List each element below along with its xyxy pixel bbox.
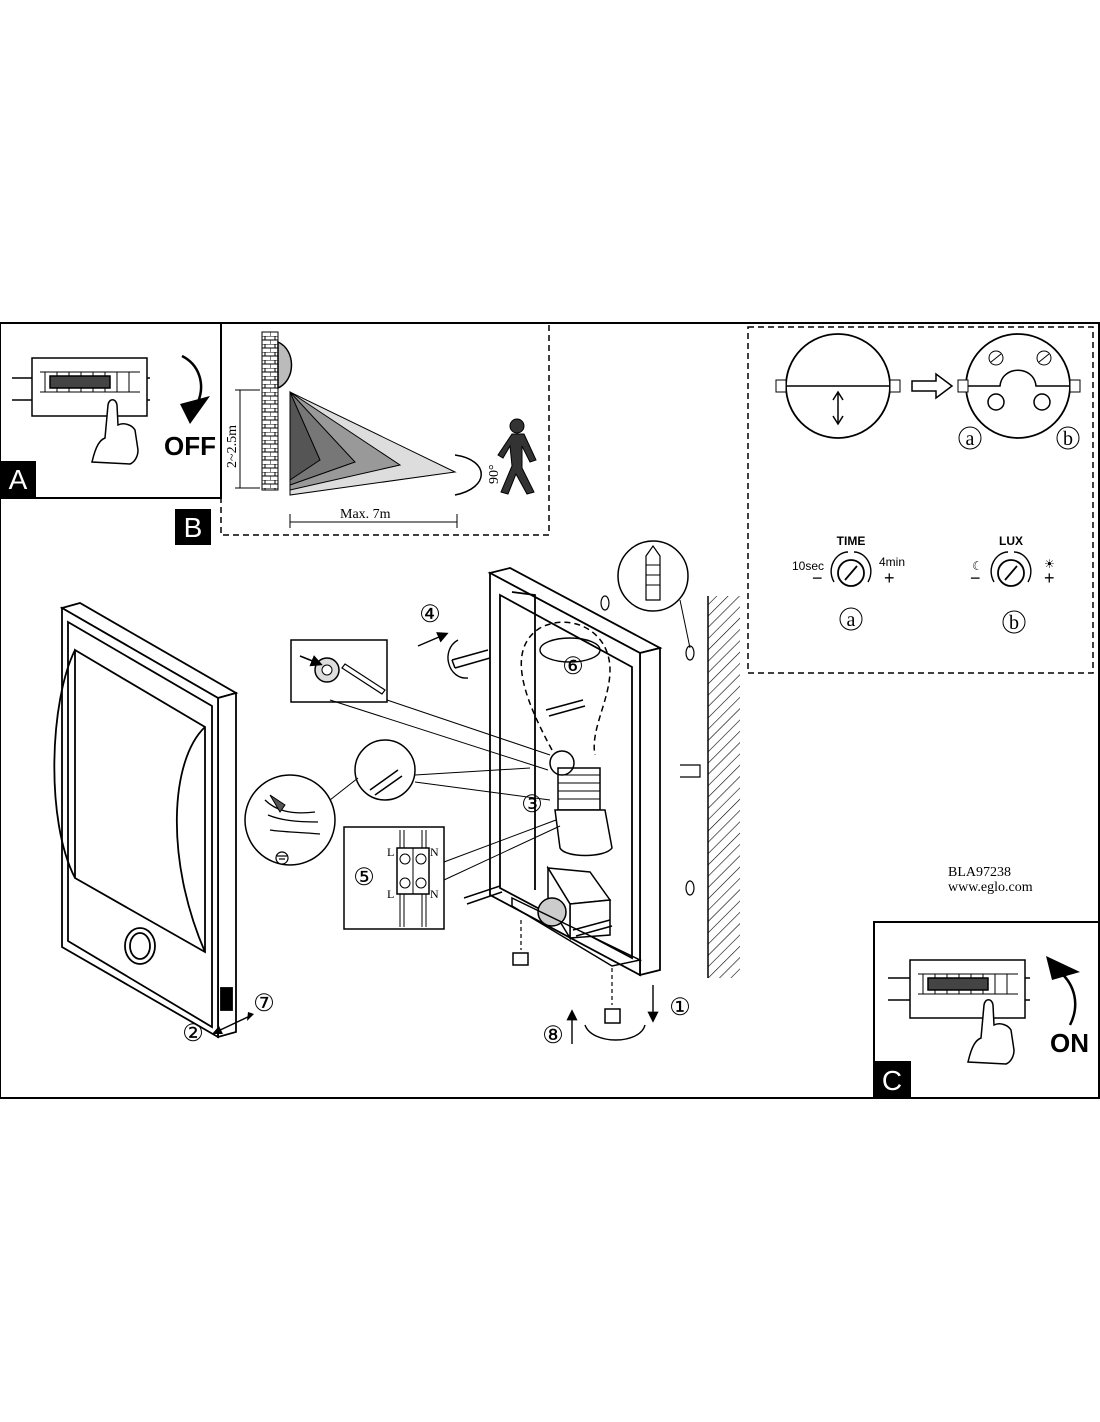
- detection-angle: 90°: [487, 464, 502, 484]
- panel-b: 2~2.5m Max. 7m 90° B: [175, 322, 550, 545]
- panel-a-label: A: [9, 464, 28, 495]
- lux-marker-b: b: [1009, 612, 1019, 634]
- arrowhead-down-icon: [180, 396, 210, 424]
- angle-arc: [454, 454, 482, 496]
- lux-plus: +: [1044, 568, 1055, 588]
- step-8: ⑧: [542, 1023, 564, 1049]
- panel-a-label-box: [0, 461, 36, 497]
- panel-b-label-box: [175, 509, 211, 545]
- panel-c-label-box: [874, 1061, 911, 1098]
- product-code: BLA97238: [948, 865, 1011, 880]
- hand-icon: [91, 399, 139, 465]
- terminal-n-bottom: N: [430, 887, 439, 901]
- open-arrow-icon: [911, 372, 954, 400]
- step-3: ③: [521, 792, 543, 818]
- product-website: www.eglo.com: [948, 880, 1033, 895]
- circuit-breaker-icon: [12, 357, 150, 417]
- time-min: 10sec: [792, 559, 824, 573]
- panel-a: OFF A: [0, 322, 222, 499]
- pir-lens-icon: [537, 897, 567, 927]
- arrowhead-up-icon: [1046, 956, 1080, 980]
- rotate-arrow-8: [584, 1024, 646, 1041]
- lamp-cover: [53, 602, 239, 1039]
- panel-c-state: ON: [1050, 1028, 1089, 1058]
- time-marker-a: a: [847, 609, 856, 631]
- step-2: ②: [182, 1021, 204, 1047]
- terminal-l-bottom: L: [387, 887, 394, 901]
- time-plus: +: [884, 568, 895, 588]
- bulb-icon: [520, 621, 611, 756]
- rotate-arrow-6: [539, 637, 601, 663]
- lux-knob-icon: [1033, 393, 1051, 411]
- circuit-breaker-icon: [888, 959, 1030, 1019]
- terminal-l-top: L: [387, 845, 394, 859]
- marker-b: b: [1063, 428, 1073, 450]
- time-knob-icon: [987, 393, 1005, 411]
- lux-moon: ☾: [972, 559, 983, 573]
- time-title: TIME: [837, 534, 866, 548]
- sensor-icon: [277, 340, 293, 390]
- wire-zoom: [354, 739, 416, 801]
- logo-badge-icon: [220, 987, 233, 1011]
- marker-a: a: [966, 428, 975, 450]
- panel-c: ON C: [873, 921, 1100, 1099]
- rotate-arrow-4: [447, 639, 469, 679]
- curved-arrow-icon: [181, 354, 203, 403]
- sensor-detail-panel: a b TIME 10sec 4min − + a LUX ☾ ☀ − + b: [747, 326, 1094, 674]
- curved-arrow-icon: [1059, 971, 1077, 1026]
- screws: [451, 649, 621, 1024]
- outer-frame: [0, 322, 1100, 1099]
- panel-b-label: B: [184, 512, 203, 543]
- step-5: ⑤: [353, 865, 375, 891]
- time-minus: −: [812, 568, 823, 588]
- hand-icon: [967, 999, 1015, 1065]
- time-max: 4min: [879, 555, 905, 569]
- person-icon: [497, 418, 537, 495]
- ground-icon: [275, 851, 289, 865]
- panel-c-label: C: [882, 1065, 902, 1096]
- height-range: 2~2.5m: [225, 425, 240, 468]
- max-distance: Max. 7m: [340, 507, 391, 522]
- step-6: ⑥: [562, 654, 584, 680]
- lux-sun: ☀: [1044, 557, 1055, 571]
- lux-minus: −: [970, 568, 981, 588]
- lux-title: LUX: [999, 534, 1023, 548]
- wall-section: [708, 596, 740, 978]
- step-7: ⑦: [253, 991, 275, 1017]
- step-1: ①: [669, 995, 691, 1021]
- step-4: ④: [419, 602, 441, 628]
- terminal-n-top: N: [430, 845, 439, 859]
- panel-a-state: OFF: [164, 431, 216, 461]
